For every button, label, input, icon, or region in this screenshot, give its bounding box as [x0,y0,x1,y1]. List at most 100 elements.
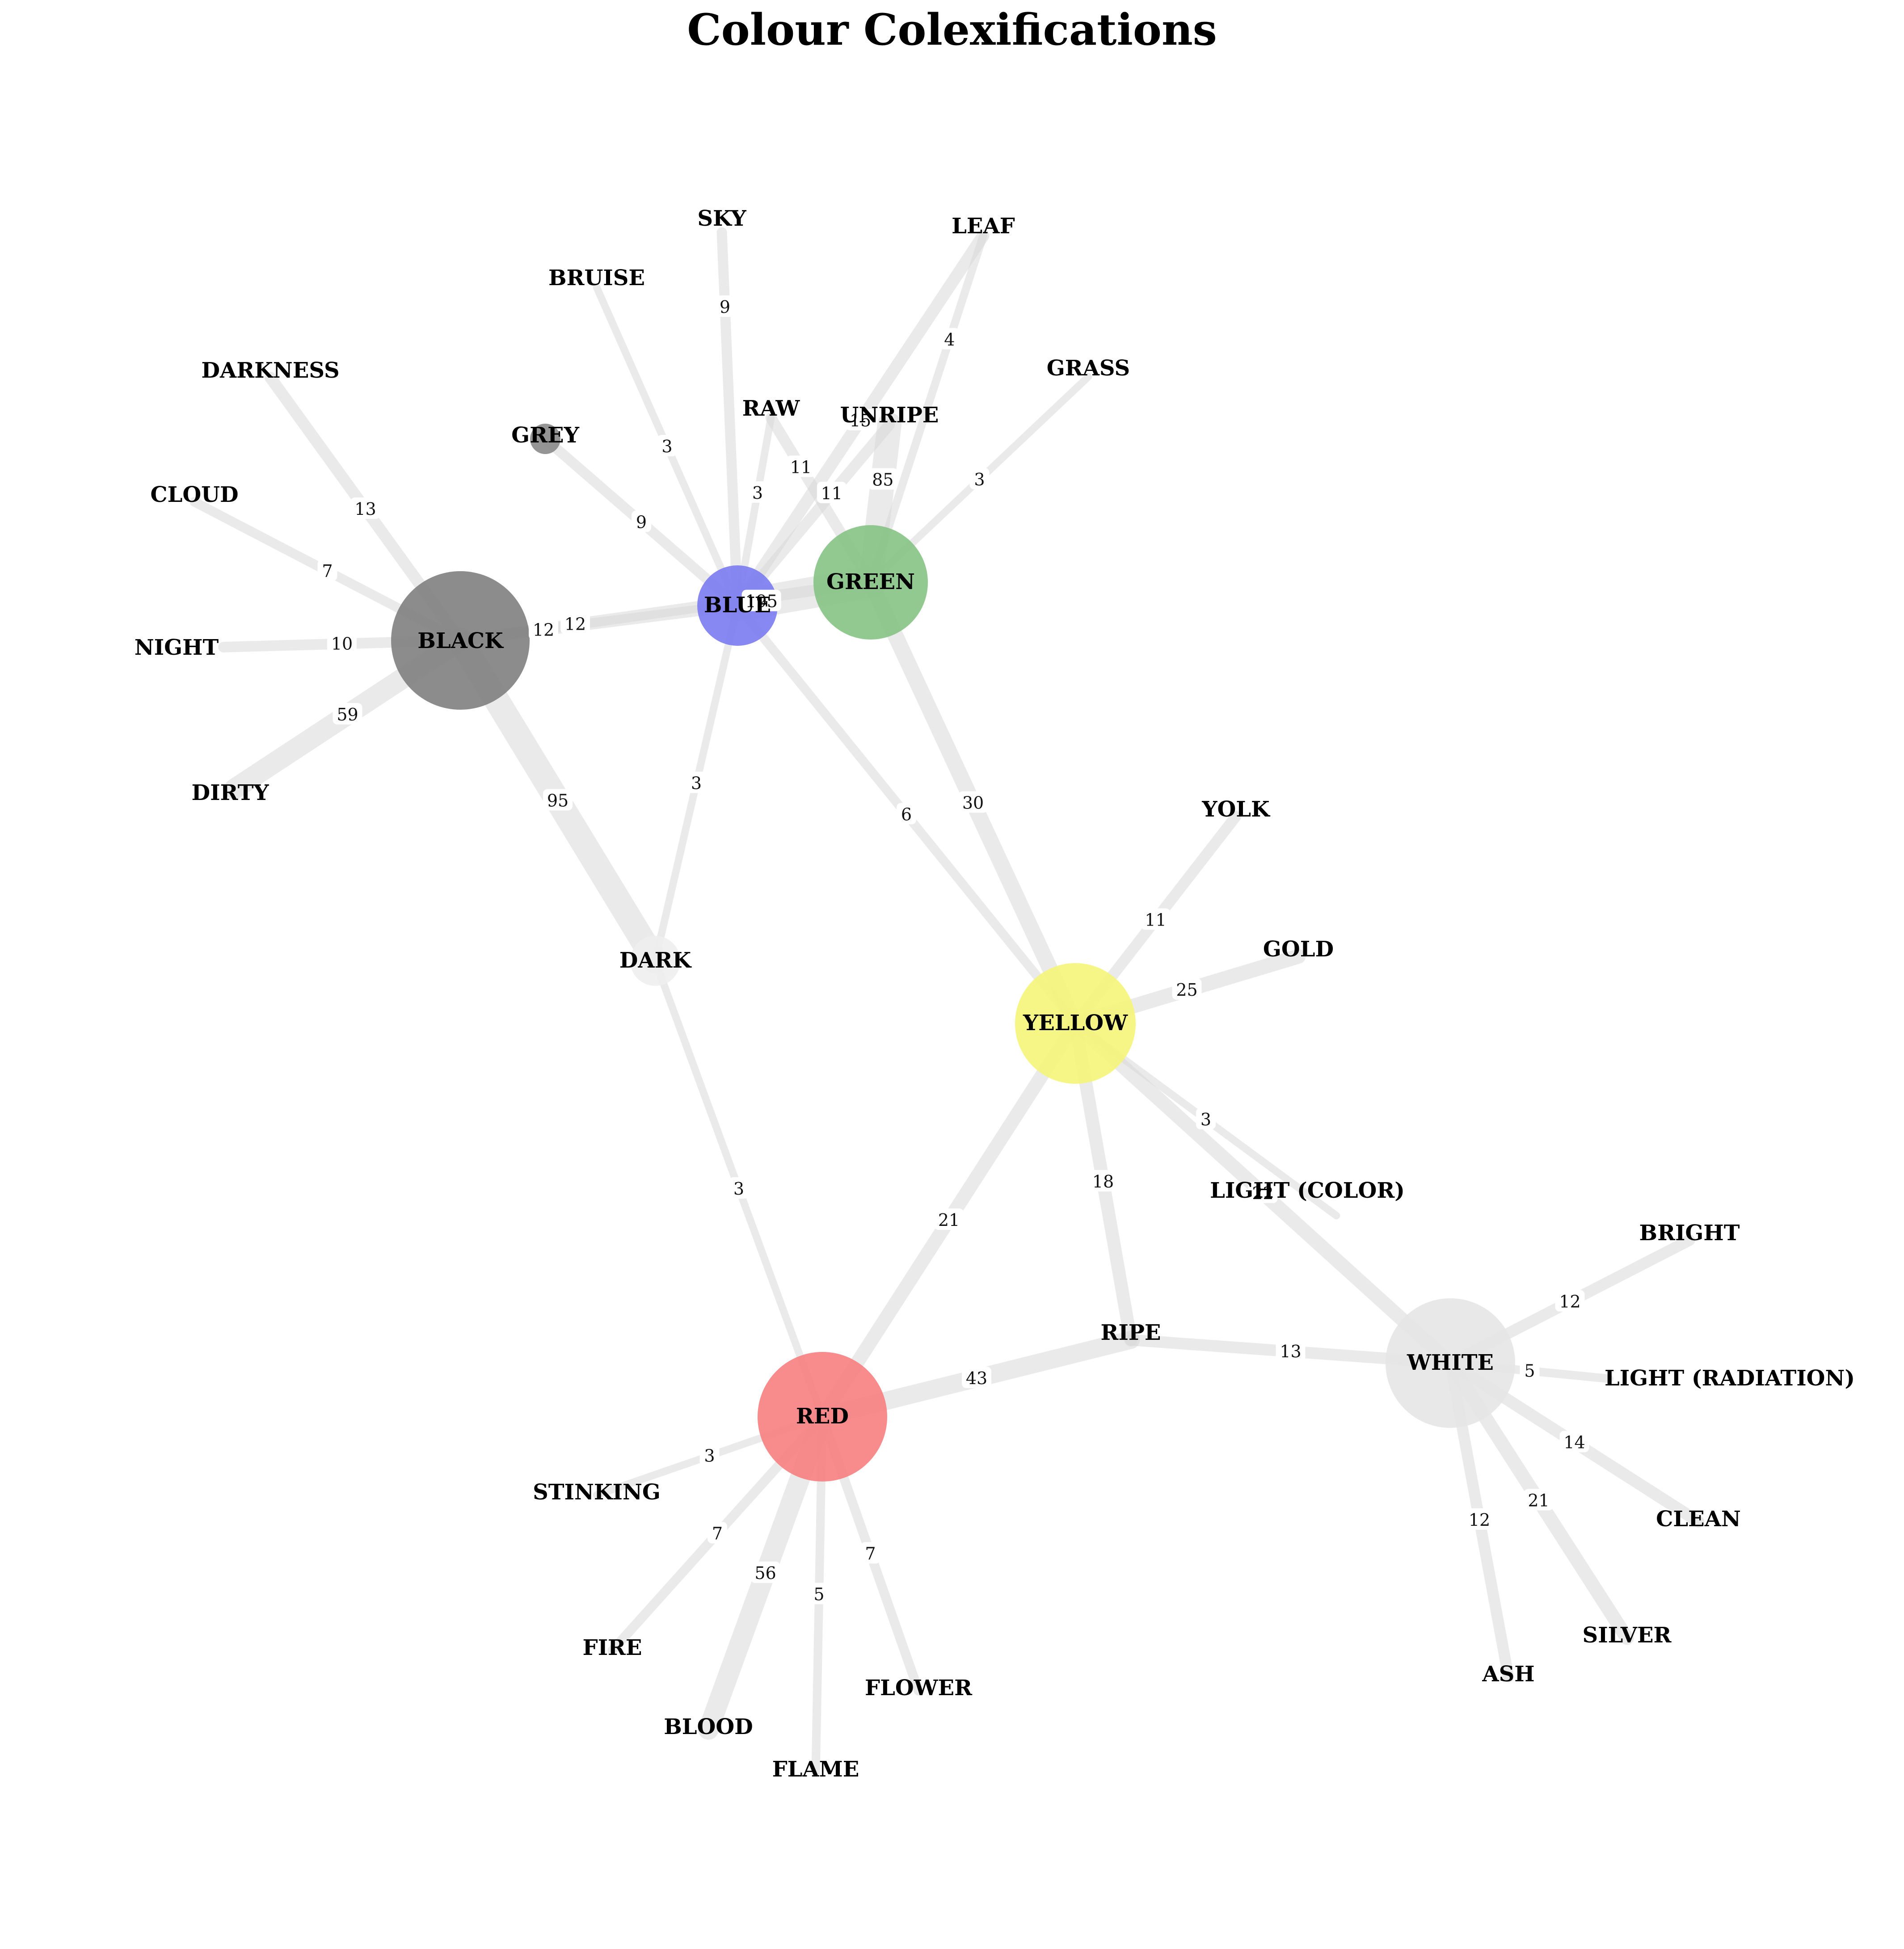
edge-weight-label: 12 [564,615,586,634]
edge-weight-label: 3 [1201,1110,1211,1129]
node-label-night: NIGHT [135,635,219,660]
edge-label-bg [350,497,380,519]
edge-weight-label: 6 [901,805,912,825]
edge-weight-label: 11 [790,457,812,477]
edge-label-bg [1088,1170,1118,1191]
edge-label-bg [786,455,816,477]
node-label-grass: GRASS [1047,356,1130,381]
edge-label-bg [969,468,990,489]
edge-green-leaf [867,232,987,586]
node-label-red: RED [796,1404,849,1429]
edge-weight-label: 11 [1145,910,1166,930]
edge-weight-label: 43 [966,1368,987,1388]
edge-weight-label: 9 [720,297,730,317]
edge-weight-label: 5 [813,1585,824,1604]
edge-label-bg [1524,1489,1554,1511]
edge-label-bg [939,328,960,349]
node-label-green: GREEN [826,569,915,594]
edge-label-bg [897,803,916,825]
edge-label-bg [1141,908,1171,930]
edge-weight-label: 25 [1176,980,1197,1000]
edge-label-bg [1172,978,1202,1000]
edge-weight-label: 13 [354,499,376,519]
node-label-flame: FLAME [772,1757,859,1782]
edge-label-bg [699,1444,720,1466]
edge-weight-label: 7 [322,561,333,581]
node-label-flower: FLOWER [865,1675,973,1701]
edge-label-bg [1248,1182,1278,1203]
edge-weight-label: 5 [1524,1361,1535,1381]
node-label-fire: FIRE [582,1635,642,1660]
node-label-silver: SILVER [1583,1623,1672,1648]
node-label-lightr: LIGHT (RADIATION) [1605,1366,1855,1391]
node-black [391,571,530,710]
node-label-bruise: BRUISE [548,265,645,290]
edge-label-bg [1520,1359,1540,1381]
nodes-layer [391,424,1515,1482]
edge-label-bg [1196,1108,1216,1129]
edge-label-bg [748,481,767,503]
node-label-black: BLACK [417,628,504,653]
edge-label-bg [958,791,988,813]
edge-weight-label: 3 [691,774,702,793]
node-labels-layer: BLACKBLUEGREENYELLOWREDWHITEGREYDARKSKYB… [135,206,1855,1782]
edge-label-bg [632,510,651,532]
edge-weight-label: 3 [974,470,985,489]
edge-label-bg [817,481,847,503]
edge-label-bg [1276,1340,1306,1361]
edge-label-bg [868,468,898,490]
node-label-leaf: LEAF [952,214,1015,239]
diagram-title: Colour Colexifications [687,4,1217,55]
node-label-dirty: DIRTY [191,780,269,805]
node-label-lightc: LIGHT (COLOR) [1210,1178,1405,1203]
edge-label-bg [741,589,781,611]
node-label-ripe: RIPE [1100,1320,1161,1345]
node-label-darkness: DARKNESS [201,358,339,383]
edge-label-bg [657,435,677,456]
node-label-white: WHITE [1407,1350,1494,1375]
edge-weight-label: 85 [872,470,893,490]
edge-weight-label: 12 [533,620,554,640]
edge-label-bg [846,409,875,430]
node-label-sky: SKY [697,206,746,231]
edge-weight-label: 4 [944,330,955,349]
edge-label-bg [750,1562,780,1583]
edge-label-bg [715,295,735,317]
edge-label-bg [962,1367,991,1388]
edge-weight-label: 95 [547,791,569,811]
edge-weight-label: 14 [1563,1433,1585,1452]
node-label-ash: ASH [1482,1662,1534,1687]
node-label-cloud: CLOUD [150,482,238,507]
edge-weight-label: 3 [752,483,763,503]
edge-weight-label: 12 [1469,1510,1490,1530]
edge-label-bg [729,1177,749,1199]
edge-weight-label: 12 [1559,1292,1580,1312]
edge-weight-label: 56 [754,1563,776,1583]
edge-weight-label: 59 [337,705,358,724]
node-label-gold: GOLD [1263,937,1334,962]
edge-weight-label: 195 [745,592,778,611]
edge-label-bg [1465,1508,1494,1530]
edge-blue-sky [716,227,743,611]
edge-label-bg [1559,1431,1589,1452]
edge-label-bg [543,789,573,811]
edge-weight-label: 10 [331,634,353,654]
edge-label-bg [317,560,337,581]
edge-label-bg [529,618,558,640]
node-green [813,525,928,640]
node-label-grey: GREY [511,423,579,448]
node-grey [530,424,560,454]
edge-weight-label: 7 [865,1544,876,1564]
node-label-bright: BRIGHT [1639,1221,1740,1246]
edge-weight-label: 13 [1280,1342,1301,1361]
node-label-raw: RAW [742,396,800,421]
node-label-stinking: STINKING [533,1480,661,1505]
edge-label-bg [1555,1290,1585,1312]
node-yellow [1015,963,1136,1084]
node-white [1386,1298,1515,1428]
edge-weight-label: 30 [962,793,984,813]
edge-label-bg [934,1208,964,1230]
edge-weight-label: 15 [850,411,871,430]
node-label-blue: BLUE [704,593,771,618]
